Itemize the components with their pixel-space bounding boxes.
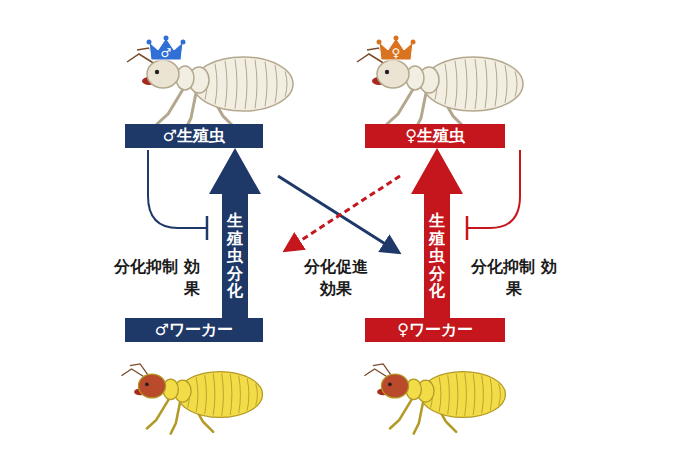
termite-segment <box>255 60 257 108</box>
termite-segment <box>222 373 224 415</box>
crown-jewel <box>394 36 399 41</box>
caste-bar: ♂生殖虫 <box>125 124 263 148</box>
crown-jewel <box>377 40 382 45</box>
termite-segment <box>285 71 287 96</box>
crown-jewel <box>411 40 416 45</box>
termite-head <box>147 60 179 88</box>
effect-label: 分化促進 効果 <box>294 256 378 299</box>
termite-segment <box>247 379 249 411</box>
termite-segment <box>473 374 475 415</box>
inhibition-bar <box>466 216 469 240</box>
termite-head <box>377 60 409 88</box>
termite-segment <box>455 61 457 107</box>
sex-symbol: ♀ <box>388 47 404 59</box>
termite-segment <box>495 62 497 106</box>
termite-leg <box>147 396 171 428</box>
caste-name: ♂生殖虫 <box>163 126 225 145</box>
termite <box>364 364 505 434</box>
termite-segment <box>445 64 447 105</box>
arrow-label: 生殖虫分化 <box>429 212 445 300</box>
termite-segment <box>213 374 215 416</box>
crown <box>149 38 183 60</box>
termite-segment <box>499 384 501 406</box>
termite-drawings <box>121 36 523 434</box>
termite-segment <box>465 59 467 108</box>
termite-segment <box>465 373 467 415</box>
termite-leg <box>387 86 415 124</box>
termite-segment <box>230 374 232 415</box>
termite-leg <box>390 396 414 428</box>
termite-segment <box>245 59 247 109</box>
termite-segment <box>448 375 450 414</box>
termite-leg <box>157 86 185 124</box>
termite-segment <box>235 59 237 108</box>
crown-jewel <box>147 40 152 45</box>
inhibition-line <box>468 150 520 228</box>
termite-antenna <box>121 369 145 378</box>
caste-name: ♂ワーカー <box>155 320 233 339</box>
inhibition-line <box>148 150 206 228</box>
termite-segment <box>265 62 267 106</box>
termite-eye <box>145 382 149 386</box>
arrow-label: 生殖虫分化 <box>227 212 243 300</box>
termite-eye <box>155 70 159 74</box>
differentiation-arrow <box>209 148 261 318</box>
termite-segment <box>475 59 477 109</box>
crown <box>379 38 413 60</box>
termite-eye <box>388 382 392 386</box>
termite-antenna <box>373 364 392 376</box>
termite-leg <box>171 398 181 434</box>
termite-segment <box>225 61 227 107</box>
crown-jewel <box>181 40 186 45</box>
termite-segment <box>275 65 277 102</box>
crown-jewel <box>164 36 169 41</box>
termite-segment <box>439 377 441 412</box>
termite-head <box>138 374 165 398</box>
effect-label: 分化抑制 効果 <box>108 256 200 299</box>
inhibition-bar <box>206 216 209 240</box>
termite <box>121 364 262 434</box>
termite-head <box>381 374 408 398</box>
termite-segment <box>515 71 517 96</box>
caste-name: ♀生殖虫 <box>405 126 465 145</box>
sex-symbol: ♂ <box>158 47 174 59</box>
termite-segment <box>256 384 258 406</box>
caste-bar: ♂ワーカー <box>125 318 263 342</box>
termite-eye <box>385 70 389 74</box>
termite-segment <box>490 379 492 411</box>
differentiation-arrow <box>411 148 463 318</box>
termite-segment <box>215 64 217 105</box>
promotion-arrow <box>286 176 400 250</box>
effect-label: 分化抑制 効果 <box>468 256 560 299</box>
termite-segment <box>482 376 484 414</box>
termite-segment <box>485 60 487 108</box>
termite-segment <box>505 65 507 102</box>
termite-segment <box>456 374 458 416</box>
caste-bar: ♀ワーカー <box>365 318 505 342</box>
termite-antenna <box>364 369 388 378</box>
termite-segment <box>239 376 241 414</box>
termite-segment <box>205 375 207 414</box>
termite-segment <box>196 377 198 412</box>
caste-bar: ♀生殖虫 <box>365 124 505 148</box>
termite-leg <box>414 398 424 434</box>
termite-antenna <box>130 364 149 376</box>
caste-name: ♀ワーカー <box>397 320 473 339</box>
